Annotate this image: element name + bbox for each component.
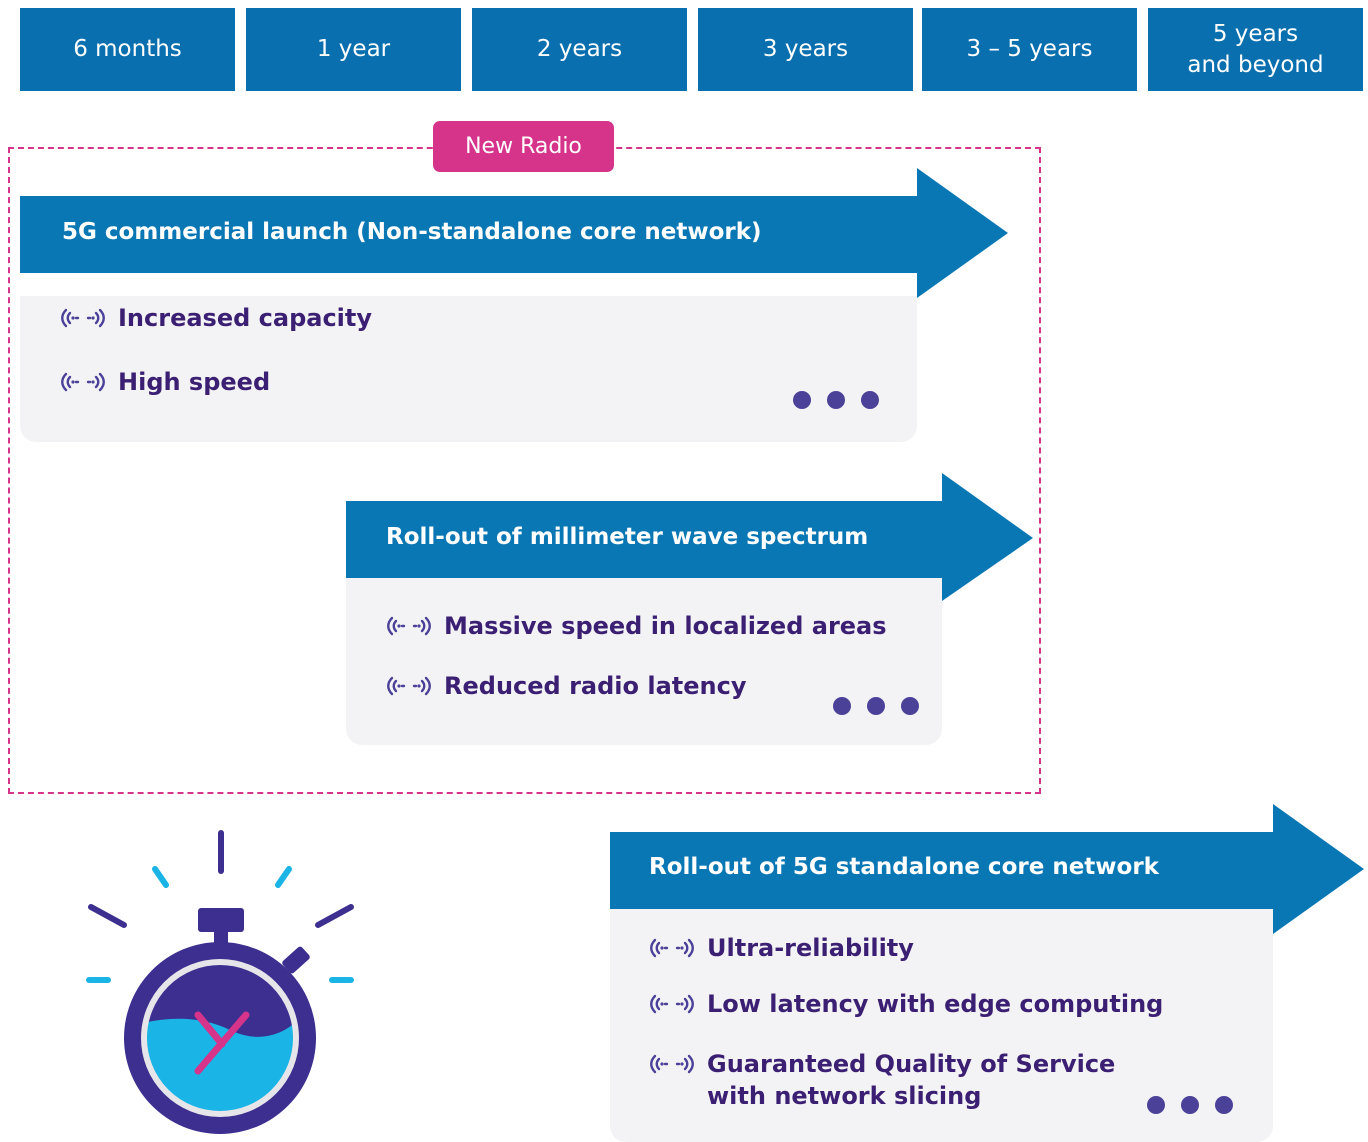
radio-waves-icon bbox=[61, 308, 105, 328]
feature-label: Increased capacity bbox=[118, 304, 373, 332]
phase-3-feature-3: Guaranteed Quality of Service with netwo… bbox=[649, 1048, 1115, 1112]
feature-label: Reduced radio latency bbox=[444, 672, 747, 700]
feature-label: High speed bbox=[118, 368, 271, 396]
phase-2-feature-1: Massive speed in localized areas bbox=[386, 610, 887, 642]
period-3-5-years: 3 – 5 years bbox=[922, 8, 1137, 91]
feature-label: Massive speed in localized areas bbox=[444, 612, 887, 640]
feature-label: Ultra-reliability bbox=[707, 934, 914, 962]
period-3-years: 3 years bbox=[698, 8, 913, 91]
phase-2-feature-2: Reduced radio latency bbox=[386, 670, 746, 702]
period-2-years: 2 years bbox=[472, 8, 687, 91]
timeline-header: 6 months 1 year 2 years 3 years 3 – 5 ye… bbox=[20, 8, 1364, 91]
phase-1-feature-2: High speed bbox=[60, 366, 270, 398]
ellipsis-dots-icon bbox=[833, 697, 919, 715]
phase-3-arrow bbox=[610, 804, 1364, 934]
radio-waves-icon bbox=[387, 616, 431, 636]
radio-waves-icon bbox=[650, 938, 694, 958]
phase-3-feature-1: Ultra-reliability bbox=[649, 932, 914, 964]
phase-3-feature-2: Low latency with edge computing bbox=[649, 988, 1163, 1020]
ellipsis-dots-icon bbox=[1147, 1096, 1233, 1114]
feature-label: Low latency with edge computing bbox=[707, 990, 1164, 1018]
period-5-years-and-beyond: 5 years and beyond bbox=[1148, 8, 1363, 91]
radio-waves-icon bbox=[61, 372, 105, 392]
phase-1-feature-1: Increased capacity bbox=[60, 302, 372, 334]
phase-1-title: 5G commercial launch (Non-standalone cor… bbox=[62, 219, 762, 245]
radio-waves-icon bbox=[387, 676, 431, 696]
phase-3-title: Roll-out of 5G standalone core network bbox=[649, 854, 1159, 880]
phase-2-arrow bbox=[346, 473, 1033, 601]
phase-2-card bbox=[346, 576, 942, 745]
period-1-year: 1 year bbox=[246, 8, 461, 91]
ellipsis-dots-icon bbox=[793, 391, 879, 409]
period-6-months: 6 months bbox=[20, 8, 235, 91]
new-radio-badge: New Radio bbox=[433, 121, 614, 172]
stopwatch-icon bbox=[86, 830, 354, 1134]
radio-waves-icon bbox=[650, 1054, 694, 1074]
phase-1-card bbox=[20, 296, 917, 442]
radio-waves-icon bbox=[650, 994, 694, 1014]
phase-1-arrow bbox=[20, 168, 1008, 298]
feature-label: Guaranteed Quality of Service with netwo… bbox=[707, 1050, 1116, 1110]
phase-2-title: Roll-out of millimeter wave spectrum bbox=[386, 524, 869, 550]
